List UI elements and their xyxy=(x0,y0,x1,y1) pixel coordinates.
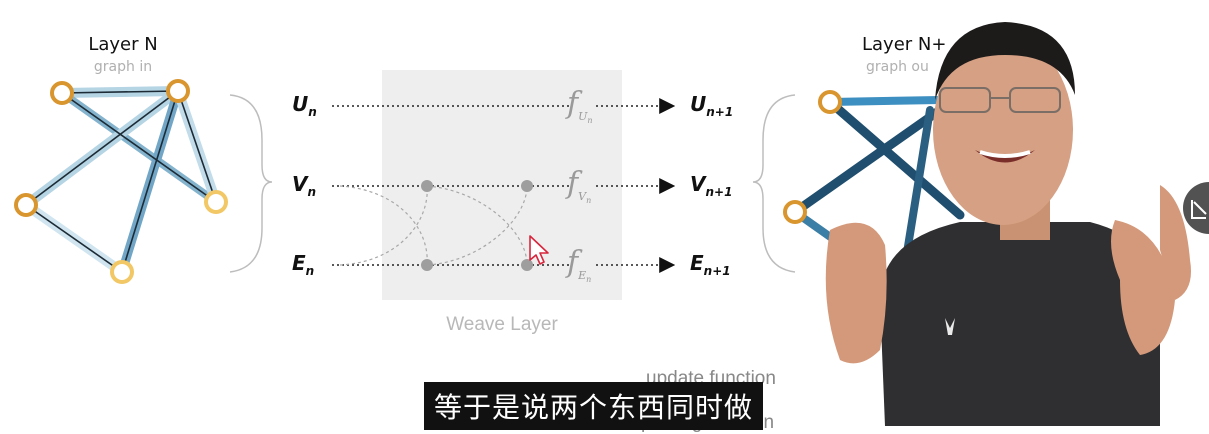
weave-curve xyxy=(426,185,528,266)
right-edge xyxy=(790,105,945,217)
weave-curve xyxy=(426,185,528,266)
right-layer-title: Layer N+ xyxy=(862,34,947,55)
output-v: Vn+1 xyxy=(690,172,733,199)
input-u: Un xyxy=(292,92,317,119)
left-node xyxy=(50,81,74,105)
function-e: fEn xyxy=(567,245,592,285)
left-edge xyxy=(177,90,217,203)
cursor-arrow-icon xyxy=(529,235,549,265)
right-edge xyxy=(826,96,944,106)
collapse-arrow-icon xyxy=(1191,200,1207,219)
presenter xyxy=(825,22,1191,426)
weave-node xyxy=(421,180,433,192)
left-node xyxy=(204,190,228,214)
weave-node xyxy=(421,259,433,271)
right-edge xyxy=(901,106,934,269)
left-edge xyxy=(61,92,217,203)
weave-node xyxy=(521,180,533,192)
left-node xyxy=(166,79,190,103)
output-u: Un+1 xyxy=(690,92,734,119)
left-layer-subtitle: graph in xyxy=(93,59,153,75)
weave-layer-label: Weave Layer xyxy=(446,314,558,335)
left-brace xyxy=(229,94,273,273)
weave-node xyxy=(521,259,533,271)
side-collapse-button xyxy=(1183,182,1209,234)
input-v: Vn xyxy=(292,172,317,199)
left-graph xyxy=(14,79,228,284)
left-node xyxy=(14,193,38,217)
left-layer-title: Layer N xyxy=(88,34,158,55)
left-node xyxy=(110,260,134,284)
function-u: fUn xyxy=(567,86,593,126)
left-edge xyxy=(25,204,123,273)
video-subtitle: 等于是说两个东西同时做 xyxy=(424,382,764,430)
right-node xyxy=(783,200,807,224)
weave-curve xyxy=(339,185,428,266)
right-brace xyxy=(752,94,796,273)
output-e: En+1 xyxy=(690,251,731,278)
weave-curve xyxy=(339,185,428,266)
left-edge xyxy=(121,90,179,273)
function-v: fVn xyxy=(567,166,592,206)
left-edge xyxy=(25,90,179,206)
input-e: En xyxy=(292,251,315,278)
right-edge xyxy=(825,97,965,220)
right-layer-subtitle: graph ou xyxy=(866,59,929,75)
right-node xyxy=(818,90,842,114)
left-edge xyxy=(61,90,179,94)
